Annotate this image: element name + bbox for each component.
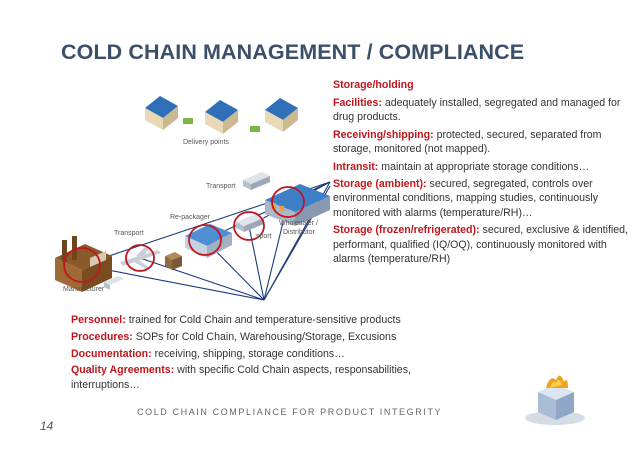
documentation-item: Documentation: receiving, shipping, stor… <box>71 347 345 360</box>
highlight-circles <box>63 186 305 283</box>
footer-text: COLD CHAIN COMPLIANCE FOR PRODUCT INTEGR… <box>137 407 443 417</box>
house-icon <box>145 96 193 130</box>
receiving-item: Receiving/shipping: protected, secured, … <box>333 128 602 155</box>
house-icon <box>250 98 298 132</box>
house-icon <box>205 100 238 134</box>
intransit-item: Intransit: maintain at appropriate stora… <box>333 160 590 173</box>
truck-icon <box>243 172 270 190</box>
label-transport-right: sport <box>256 233 272 240</box>
label-delivery-points: Delivery points <box>183 139 229 146</box>
general-requirements-panel: Personnel: trained for Cold Chain and te… <box>71 313 441 395</box>
slide-title: COLD CHAIN MANAGEMENT / COMPLIANCE <box>61 40 525 64</box>
repackager-icon <box>165 224 232 270</box>
label-repackager: Re-packager <box>170 214 211 221</box>
ambient-item: Storage (ambient): secured, segregated, … <box>333 178 598 219</box>
procedures-item: Procedures: SOPs for Cold Chain, Warehou… <box>71 330 397 343</box>
label-wholesaler: Wholesaler / <box>279 220 318 227</box>
storage-holding-heading: Storage/holding <box>333 79 414 91</box>
frozen-item: Storage (frozen/refrigerated): secured, … <box>333 224 628 265</box>
quality-item: Quality Agreements: with specific Cold C… <box>71 364 411 392</box>
label-transport-left: Transport <box>114 230 144 237</box>
ice-cube-logo-icon <box>525 375 585 425</box>
page-number: 14 <box>40 419 54 433</box>
facilities-item: Facilities: adequately installed, segreg… <box>333 96 621 123</box>
label-transport-top: Transport <box>206 183 236 190</box>
personnel-item: Personnel: trained for Cold Chain and te… <box>71 314 401 326</box>
airplane-icon <box>120 246 161 269</box>
label-manufacturer: Manufacturer <box>63 286 105 293</box>
truck-icon <box>236 214 264 232</box>
label-distributor: Distributor <box>283 229 315 236</box>
storage-requirements-panel: Storage/holding Facilities: adequately i… <box>333 78 633 269</box>
truck-icon <box>104 276 124 290</box>
